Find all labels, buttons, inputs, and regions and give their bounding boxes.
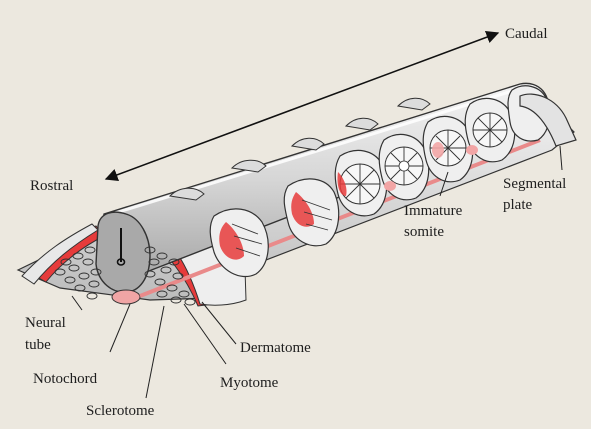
label-immature: Immature: [404, 203, 463, 219]
label-notochord: Notochord: [33, 371, 98, 387]
label-myotome: Myotome: [220, 375, 279, 391]
pink-patch-1: [384, 181, 396, 191]
notochord-shape: [112, 290, 140, 304]
label-neural: Neural: [25, 315, 66, 331]
label-plate: plate: [503, 197, 532, 213]
label-segmental: Segmental: [503, 176, 566, 192]
label-sclerotome: Sclerotome: [86, 403, 155, 419]
label-rostral: Rostral: [30, 178, 73, 194]
label-caudal: Caudal: [505, 26, 548, 42]
label-somite: somite: [404, 224, 444, 240]
label-dermatome: Dermatome: [240, 340, 311, 356]
pink-patch-2: [466, 145, 478, 155]
label-tube: tube: [25, 337, 51, 353]
